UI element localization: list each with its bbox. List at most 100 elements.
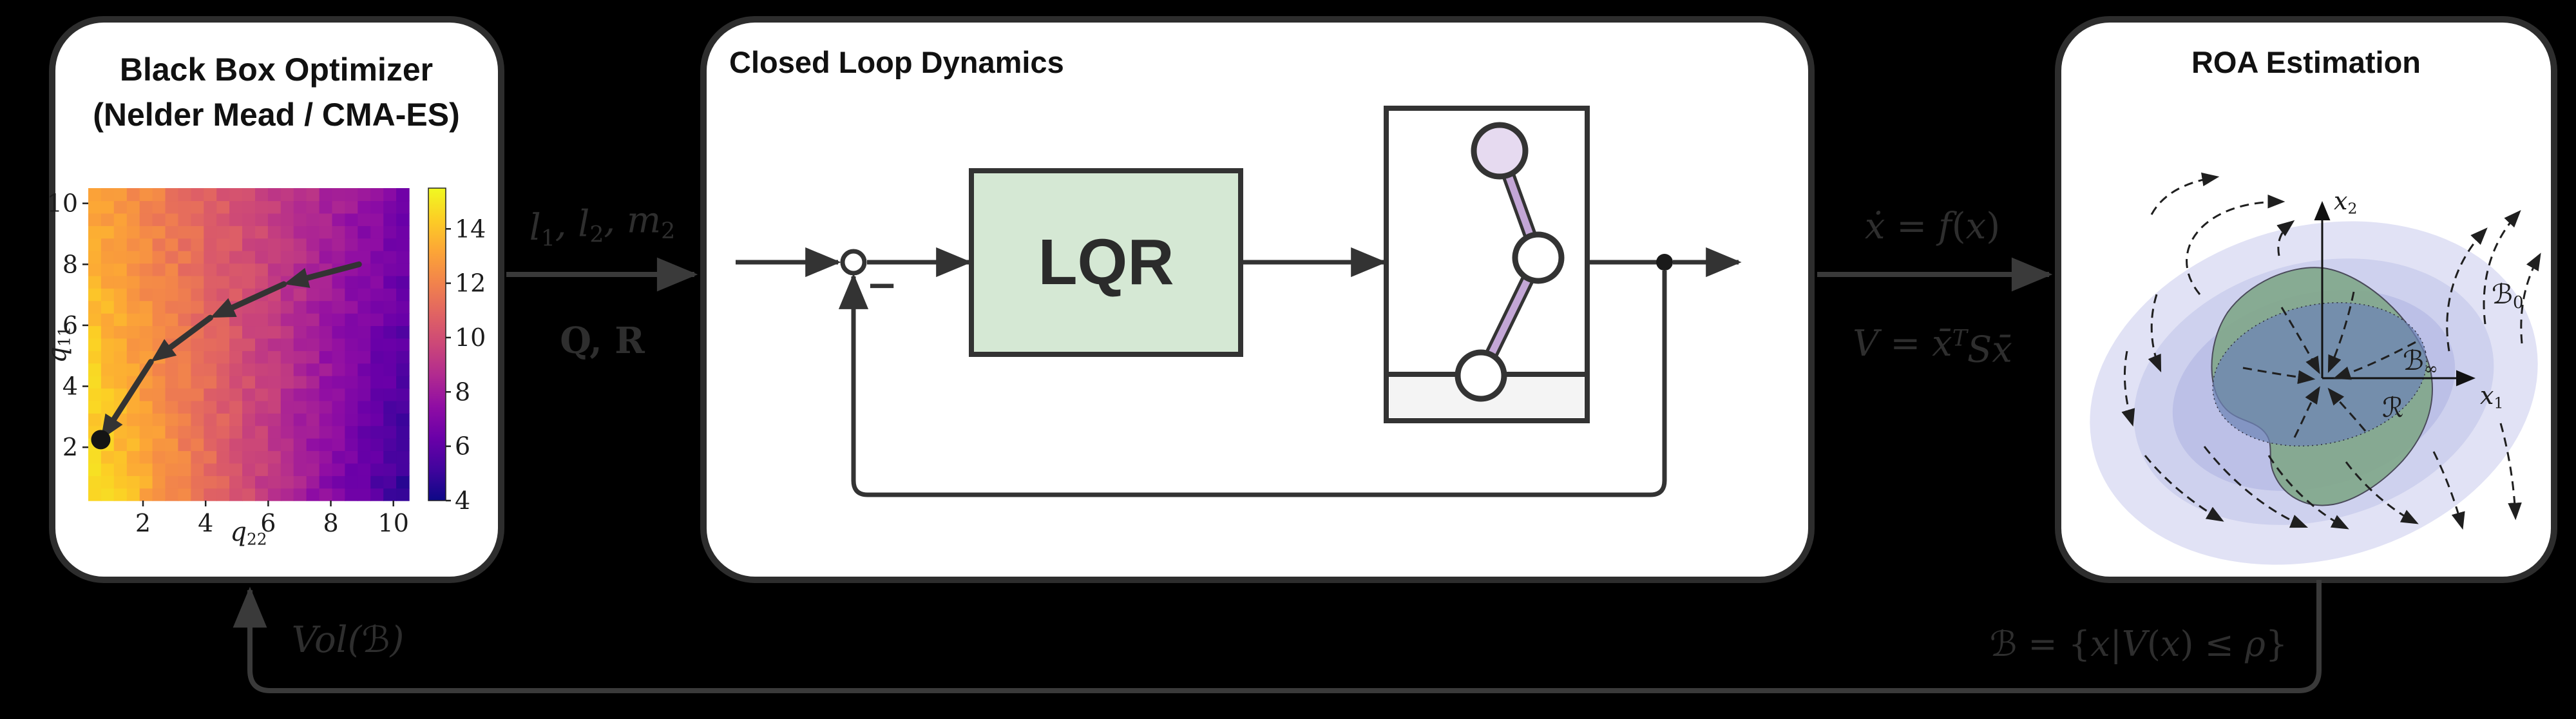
heatmap-cell — [113, 300, 128, 314]
heatmap-cell — [242, 213, 256, 226]
heatmap-cell — [229, 488, 243, 501]
heatmap-cell — [332, 338, 346, 351]
heatmap-cell — [113, 338, 128, 351]
connector-roa-to-optimizer: Vol(ℬ) ℬ = {x|V(x) ≤ ρ} — [233, 580, 2322, 693]
heatmap-cell — [216, 225, 230, 239]
y-axis-label: q11 — [49, 326, 74, 363]
heatmap-cell — [358, 425, 371, 439]
heatmap-cell — [178, 225, 191, 239]
streamline — [2345, 461, 2419, 524]
heatmap-cell — [370, 488, 384, 501]
heatmap-cell — [216, 438, 230, 452]
optimizer-step-line — [163, 314, 213, 354]
x-tick-label: 4 — [198, 509, 213, 537]
heatmap-cell — [88, 350, 102, 364]
heatmap-cell — [113, 463, 128, 476]
heatmap-cell — [216, 363, 230, 376]
heatmap-cell — [280, 238, 294, 251]
heatmap-cell — [152, 288, 166, 302]
streamlines — [2121, 172, 2541, 530]
heatmap-cell — [229, 251, 243, 264]
heatmap-cell — [229, 238, 243, 251]
heatmap-cell — [126, 450, 140, 464]
heatmap-cell — [242, 188, 256, 202]
heatmap-cell — [396, 450, 410, 464]
heatmap-cell — [165, 400, 179, 414]
heatmap-cell — [165, 300, 179, 314]
heatmap-cell — [370, 238, 384, 251]
heatmap-cell — [255, 488, 269, 501]
heatmap-cell — [139, 325, 153, 339]
heatmap-cell — [242, 376, 256, 389]
heatmap-cell — [100, 463, 115, 476]
x-tick-label: 8 — [323, 509, 338, 537]
heatmap-cell — [191, 338, 204, 351]
heatmap-cell — [306, 213, 320, 226]
heatmap-cell — [139, 488, 153, 501]
heatmap-cell — [152, 263, 166, 276]
heatmap-cell — [88, 388, 102, 401]
heatmap-cell — [306, 388, 320, 401]
heatmap-cell — [370, 325, 384, 339]
heatmap-cell — [204, 251, 217, 264]
heatmap-cell — [152, 463, 166, 476]
heatmap-cell — [139, 313, 153, 327]
heatmap-cell — [191, 288, 204, 302]
heatmap-cell — [178, 450, 191, 464]
heatmap-cell — [345, 300, 358, 314]
heatmap-cell — [204, 238, 217, 251]
heatmap-cell — [396, 376, 410, 389]
heatmap-cell — [229, 475, 243, 489]
heatmap-cell — [255, 363, 269, 376]
heatmap-cell — [267, 463, 281, 476]
heatmap-cell — [293, 325, 307, 339]
heatmap-cell — [204, 350, 217, 364]
heatmap-cell — [332, 350, 346, 364]
heatmap-cell — [396, 475, 410, 489]
heatmap-cell — [113, 438, 128, 452]
heatmap-cell — [139, 288, 153, 302]
heatmap-cell — [383, 400, 397, 414]
heatmap-cell — [267, 300, 281, 314]
heatmap-cell — [267, 376, 281, 389]
colorbar-tick-label: 14 — [455, 215, 486, 243]
heatmap-cell — [113, 238, 128, 251]
heatmap-cell — [319, 313, 333, 327]
heatmap-cell — [191, 376, 204, 389]
heatmap-cell — [332, 288, 346, 302]
heatmap-cell — [113, 225, 128, 239]
heatmap-cell — [191, 251, 204, 264]
heatmap-cell — [204, 388, 217, 401]
heatmap-cell — [280, 438, 294, 452]
heatmap-cell — [319, 325, 333, 339]
heatmap-cell — [88, 188, 102, 202]
heatmap-cell — [370, 425, 384, 439]
heatmap-cell — [126, 225, 140, 239]
heatmap-cell — [139, 338, 153, 351]
heatmap-cell — [178, 425, 191, 439]
heatmap-cell — [345, 376, 358, 389]
heatmap-cell — [255, 425, 269, 439]
heatmap-cell — [280, 325, 294, 339]
heatmap-cell — [293, 376, 307, 389]
heatmap-cell — [100, 325, 115, 339]
heatmap-cell — [242, 425, 256, 439]
heatmap-cell — [191, 450, 204, 464]
heatmap-cell — [280, 388, 294, 401]
heatmap-cell — [306, 425, 320, 439]
b0-label: ℬ0 — [2492, 278, 2524, 312]
heatmap-cell — [204, 438, 217, 452]
heatmap-cell — [332, 388, 346, 401]
heatmap-cell — [242, 413, 256, 427]
heatmap-cell — [88, 200, 102, 214]
heatmap-cell — [165, 475, 179, 489]
heatmap-cell — [178, 313, 191, 327]
x2-axis-label: x2 — [2334, 187, 2357, 217]
heatmap-cell — [319, 376, 333, 389]
heatmap-cell — [126, 300, 140, 314]
heatmap-cell — [255, 188, 269, 202]
heatmap-cell — [204, 463, 217, 476]
heatmap-cell — [152, 313, 166, 327]
y-tick-label: 10 — [49, 189, 78, 218]
optimum-marker — [91, 430, 111, 450]
